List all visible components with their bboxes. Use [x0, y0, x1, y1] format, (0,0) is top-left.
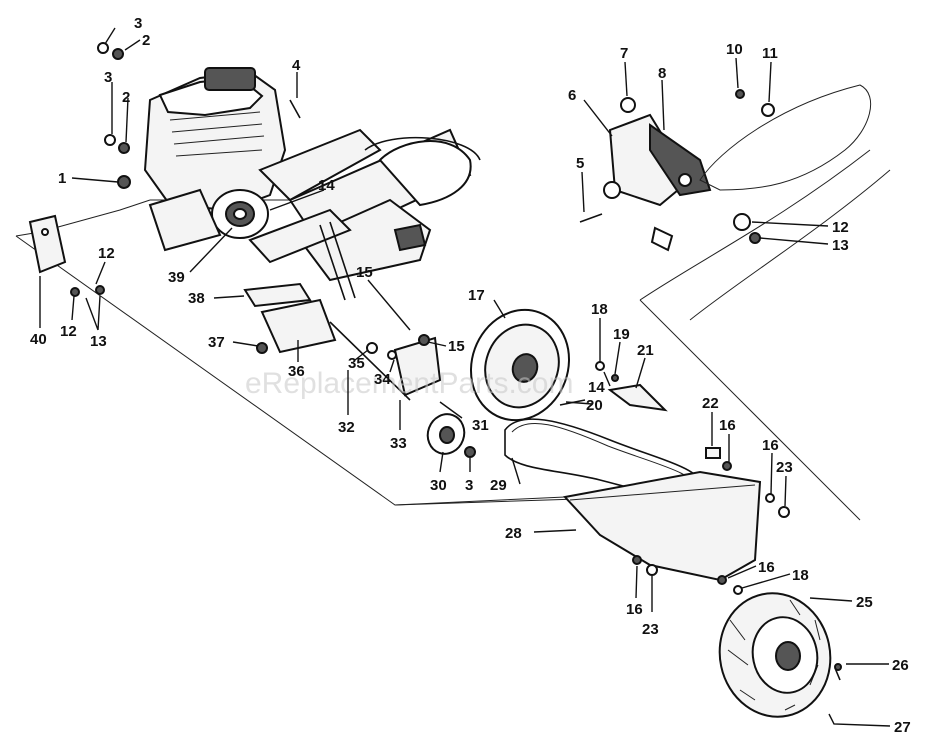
- callout-40: 40: [30, 331, 47, 348]
- callout-12: 12: [832, 219, 849, 236]
- callout-2: 2: [142, 32, 150, 49]
- callout-23: 23: [776, 459, 793, 476]
- callout-32: 32: [338, 419, 355, 436]
- callout-16: 16: [626, 601, 643, 618]
- callout-3: 3: [134, 15, 142, 32]
- watermark: eReplacementParts.com: [245, 367, 573, 400]
- callout-19: 19: [613, 326, 630, 343]
- callout-23: 23: [642, 621, 659, 638]
- callout-35: 35: [348, 355, 365, 372]
- belt-guard: [563, 470, 762, 582]
- callout-8: 8: [658, 65, 666, 82]
- callout-26: 26: [892, 657, 909, 674]
- callout-5: 5: [576, 155, 584, 172]
- callout-18: 18: [591, 301, 608, 318]
- belt-guard-brackets: [243, 282, 442, 401]
- callout-37: 37: [208, 334, 225, 351]
- callout-3: 3: [465, 477, 473, 494]
- callout-15: 15: [356, 264, 373, 281]
- callout-16: 16: [719, 417, 736, 434]
- callout-33: 33: [390, 435, 407, 452]
- callout-7: 7: [620, 45, 628, 62]
- callout-12: 12: [60, 323, 77, 340]
- large-pulley: [469, 308, 571, 422]
- callout-29: 29: [490, 477, 507, 494]
- callout-31: 31: [472, 417, 489, 434]
- callout-3: 3: [104, 69, 112, 86]
- callout-17: 17: [468, 287, 485, 304]
- wheel-tire: [718, 592, 842, 718]
- leader-lines: [39, 27, 891, 727]
- callout-39: 39: [168, 269, 185, 286]
- callout-36: 36: [288, 363, 305, 380]
- callout-labels: 3 2 3 2 4 1 14 12 39 40 12 13 38 15 17 3…: [30, 15, 911, 736]
- callout-20: 20: [586, 397, 603, 414]
- callout-6: 6: [568, 87, 576, 104]
- callout-13: 13: [832, 237, 849, 254]
- callout-30: 30: [430, 477, 447, 494]
- engine: [143, 67, 287, 252]
- callout-10: 10: [726, 41, 743, 58]
- callout-21: 21: [637, 342, 654, 359]
- callout-27: 27: [894, 719, 911, 736]
- hardware: [28, 42, 790, 595]
- callout-22: 22: [702, 395, 719, 412]
- callout-4: 4: [292, 57, 301, 74]
- callout-16: 16: [758, 559, 775, 576]
- callout-13: 13: [90, 333, 107, 350]
- callout-1: 1: [58, 170, 66, 187]
- callout-15: 15: [448, 338, 465, 355]
- callout-38: 38: [188, 290, 205, 307]
- callout-2: 2: [122, 89, 130, 106]
- callout-28: 28: [505, 525, 522, 542]
- callout-14: 14: [318, 177, 335, 194]
- callout-25: 25: [856, 594, 873, 611]
- tiller-frame: [248, 128, 481, 301]
- detail-inset: [579, 84, 891, 321]
- callout-16: 16: [762, 437, 779, 454]
- idler-pulley: [426, 413, 466, 455]
- callout-14: 14: [588, 379, 605, 396]
- callout-12: 12: [98, 245, 115, 262]
- callout-11: 11: [762, 45, 778, 62]
- callout-34: 34: [374, 371, 391, 388]
- callout-18: 18: [792, 567, 809, 584]
